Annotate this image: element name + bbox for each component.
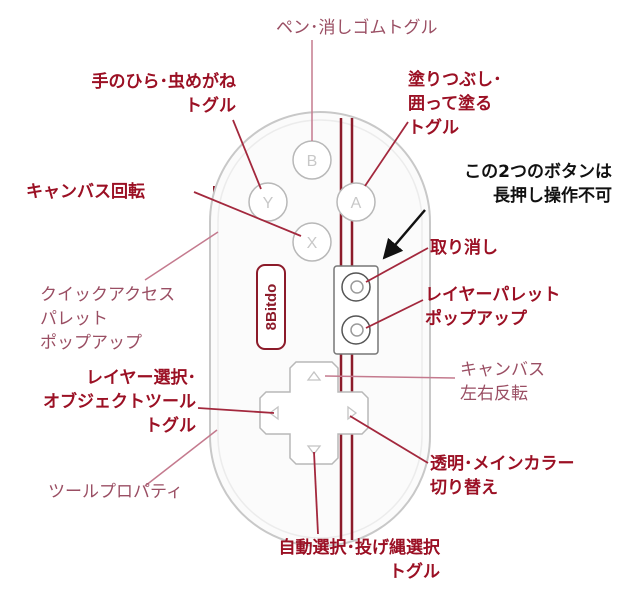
leader-rotate: [193, 191, 302, 237]
label-layer-select: レイヤー選択･ オブジェクトツール トグル: [6, 366, 196, 438]
label-auto-select-line-2: トグル: [389, 562, 440, 582]
leader-no-long-press: [382, 209, 426, 260]
label-transparent-line-2: 切り替え: [430, 478, 498, 498]
label-tool-property-text: ツールプロパティ: [48, 482, 183, 502]
button-x[interactable]: X: [292, 222, 332, 262]
button-y-letter: Y: [263, 195, 274, 212]
select-button[interactable]: [341, 272, 371, 302]
leader-transparent: [349, 415, 429, 464]
label-tool-property: ツールプロパティ: [48, 480, 183, 504]
leader-layer-select: [197, 407, 275, 414]
label-flip: キャンバス 左右反転: [460, 358, 545, 406]
d-pad[interactable]: [259, 361, 369, 465]
label-fill-lasso-line-2: 囲って塗る: [408, 94, 493, 114]
brand-logo: 8Bitdo: [256, 264, 286, 350]
label-no-long-press-line-1: この2つのボタンは: [464, 162, 612, 182]
dpad-up-glyph: [306, 370, 322, 381]
label-rotate: キャンバス回転: [26, 180, 145, 204]
button-b[interactable]: B: [292, 140, 332, 180]
dpad-down-glyph: [306, 445, 322, 456]
button-b-letter: B: [307, 153, 318, 170]
label-fill-lasso: 塗りつぶし･ 囲って塗る トグル: [408, 68, 502, 140]
label-rotate-text: キャンバス回転: [26, 182, 145, 202]
label-undo: 取り消し: [430, 236, 498, 260]
button-a-letter: A: [351, 195, 362, 212]
label-hand-zoom: 手のひら･虫めがね トグル: [50, 70, 237, 118]
label-hand-zoom-line-2: トグル: [185, 96, 236, 116]
label-layer-select-line-1: レイヤー選択･: [86, 368, 196, 388]
label-transparent: 透明･メインカラー 切り替え: [430, 452, 575, 500]
leader-fill-lasso: [364, 121, 409, 187]
label-hand-zoom-line-1: 手のひら･虫めがね: [91, 72, 237, 92]
label-layer-select-line-3: トグル: [145, 416, 196, 436]
label-pen-eraser-text: ペン･消しゴムトグル: [276, 18, 438, 38]
select-button-glyph: [350, 280, 364, 294]
label-no-long-press: この2つのボタンは 長押し操作不可: [416, 160, 612, 208]
label-fill-lasso-line-3: トグル: [408, 118, 459, 138]
label-pen-eraser: ペン･消しゴムトグル: [276, 16, 438, 40]
leader-flip: [324, 375, 456, 379]
label-undo-text: 取り消し: [430, 238, 498, 258]
label-layer-palette-line-2: ポップアップ: [425, 309, 527, 329]
label-no-long-press-line-2: 長押し操作不可: [493, 186, 612, 206]
leader-undo: [365, 247, 429, 283]
leader-hand-zoom: [232, 119, 262, 190]
button-a[interactable]: A: [336, 182, 376, 222]
label-fill-lasso-line-1: 塗りつぶし･: [408, 70, 502, 90]
leader-quick-access: [144, 231, 219, 281]
button-x-letter: X: [307, 235, 318, 252]
dpad-left-glyph: [268, 405, 279, 421]
start-button-glyph: [350, 323, 364, 337]
button-y[interactable]: Y: [248, 182, 288, 222]
label-flip-line-2: 左右反転: [460, 384, 528, 404]
label-layer-palette-line-1: レイヤーパレット: [425, 285, 561, 305]
brand-logo-text: 8Bitdo: [263, 284, 280, 331]
label-flip-line-1: キャンバス: [460, 360, 545, 380]
label-quick-access-line-1: クイックアクセス: [40, 285, 176, 305]
start-button[interactable]: [341, 315, 371, 345]
leader-layer-palette: [365, 299, 424, 329]
label-transparent-line-1: 透明･メインカラー: [430, 454, 575, 474]
leader-auto-select: [313, 451, 319, 535]
dpad-right-glyph: [347, 405, 358, 421]
label-layer-palette: レイヤーパレット ポップアップ: [425, 283, 560, 331]
label-auto-select-line-1: 自動選択･投げ縄選択: [278, 538, 441, 558]
leader-tool-property: [144, 429, 218, 487]
label-quick-access: クイックアクセス パレット ポップアップ: [40, 283, 175, 355]
label-quick-access-line-3: ポップアップ: [40, 333, 142, 353]
label-quick-access-line-2: パレット: [40, 309, 108, 329]
label-auto-select: 自動選択･投げ縄選択 トグル: [226, 536, 441, 584]
label-layer-select-line-2: オブジェクトツール: [43, 392, 196, 412]
controller-inner-rim: [217, 119, 423, 539]
